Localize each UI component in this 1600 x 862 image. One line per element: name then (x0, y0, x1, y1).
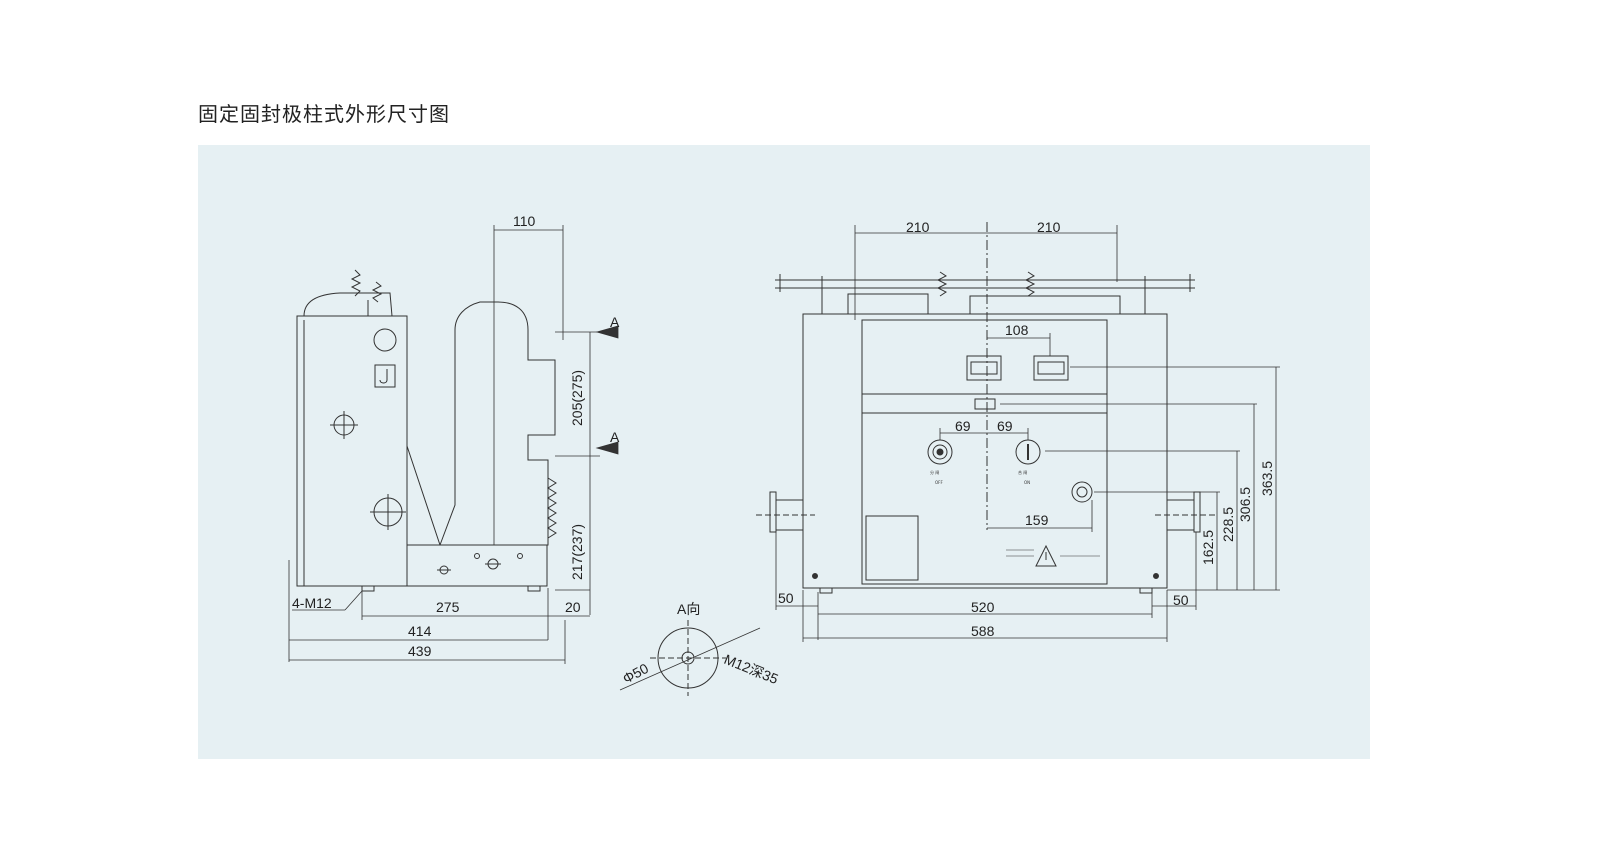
side-view: 110 205(275) A A 217(237) 275 20 414 439 (288, 213, 620, 664)
front-nameplate (865, 515, 919, 581)
dim-110: 110 (513, 213, 536, 229)
close-mark: 合 闸 (1018, 469, 1027, 475)
dim-414: 414 (408, 623, 432, 639)
dim-520: 520 (971, 599, 995, 615)
dim-159: 159 (1025, 512, 1049, 528)
rotary-switch (1071, 481, 1093, 503)
front-spring-1 (936, 271, 948, 297)
warning-triangle-icon (1035, 544, 1057, 567)
left-terminal (775, 499, 804, 531)
section-mark-a2: A (610, 429, 620, 445)
counter-window (974, 398, 996, 410)
detail-thread: M12深35 (722, 651, 781, 687)
dim-228-5: 228.5 (1220, 507, 1236, 542)
drawing-panel (198, 145, 1370, 759)
dim-210-right: 210 (1037, 219, 1061, 235)
open-mark: 分 闸 (930, 469, 939, 475)
side-foot-1 (361, 585, 375, 592)
off-label: OFF (935, 480, 943, 485)
side-hook-symbol (374, 364, 396, 388)
side-pole-housing (406, 301, 556, 546)
detail-diameter: Φ50 (620, 660, 651, 687)
dim-205-275: 205(275) (569, 370, 585, 426)
dim-20: 20 (565, 599, 581, 615)
dim-162-5: 162.5 (1200, 530, 1216, 565)
side-bolt-2 (517, 553, 523, 559)
side-bellows (547, 477, 557, 539)
dim-588: 588 (971, 623, 995, 639)
front-panel (861, 319, 1108, 585)
on-label: ON (1024, 480, 1030, 485)
side-cable-loop (303, 292, 393, 317)
side-spring-2 (371, 281, 383, 303)
dim-108: 108 (1005, 322, 1029, 338)
dim-217-237: 217(237) (569, 524, 585, 580)
shunt-release-button (966, 355, 1002, 381)
side-upper-hole (373, 328, 397, 352)
dim-210-left: 210 (906, 219, 930, 235)
dim-69-right: 69 (997, 418, 1013, 434)
detail-title: A向 (677, 601, 700, 617)
side-base-rail (406, 544, 548, 587)
dim-50-right: 50 (1173, 592, 1189, 608)
dim-306-5: 306.5 (1237, 487, 1253, 522)
page-title: 固定固封极柱式外形尺寸图 (198, 102, 450, 126)
side-bolt-1 (474, 553, 480, 559)
dim-4-m12: 4-M12 (292, 595, 332, 611)
front-spring-2 (1024, 271, 1036, 297)
front-view: 分 闸 OFF 合 闸 ON 210 210 10 (756, 219, 1280, 642)
dim-363-5: 363.5 (1259, 461, 1275, 496)
closing-button (1033, 355, 1069, 381)
detail-a-view: A向 Φ50 M12深35 (619, 601, 781, 696)
right-terminal (1166, 499, 1195, 531)
dim-275: 275 (436, 599, 460, 615)
dim-439: 439 (408, 643, 432, 659)
dim-69-left: 69 (955, 418, 971, 434)
side-foot-2 (527, 585, 541, 592)
side-spring-1 (350, 269, 362, 297)
dim-50-left: 50 (778, 590, 794, 606)
side-hook-icon (379, 369, 388, 384)
side-cabinet-outline (296, 315, 408, 587)
section-mark-a1: A (610, 314, 620, 330)
